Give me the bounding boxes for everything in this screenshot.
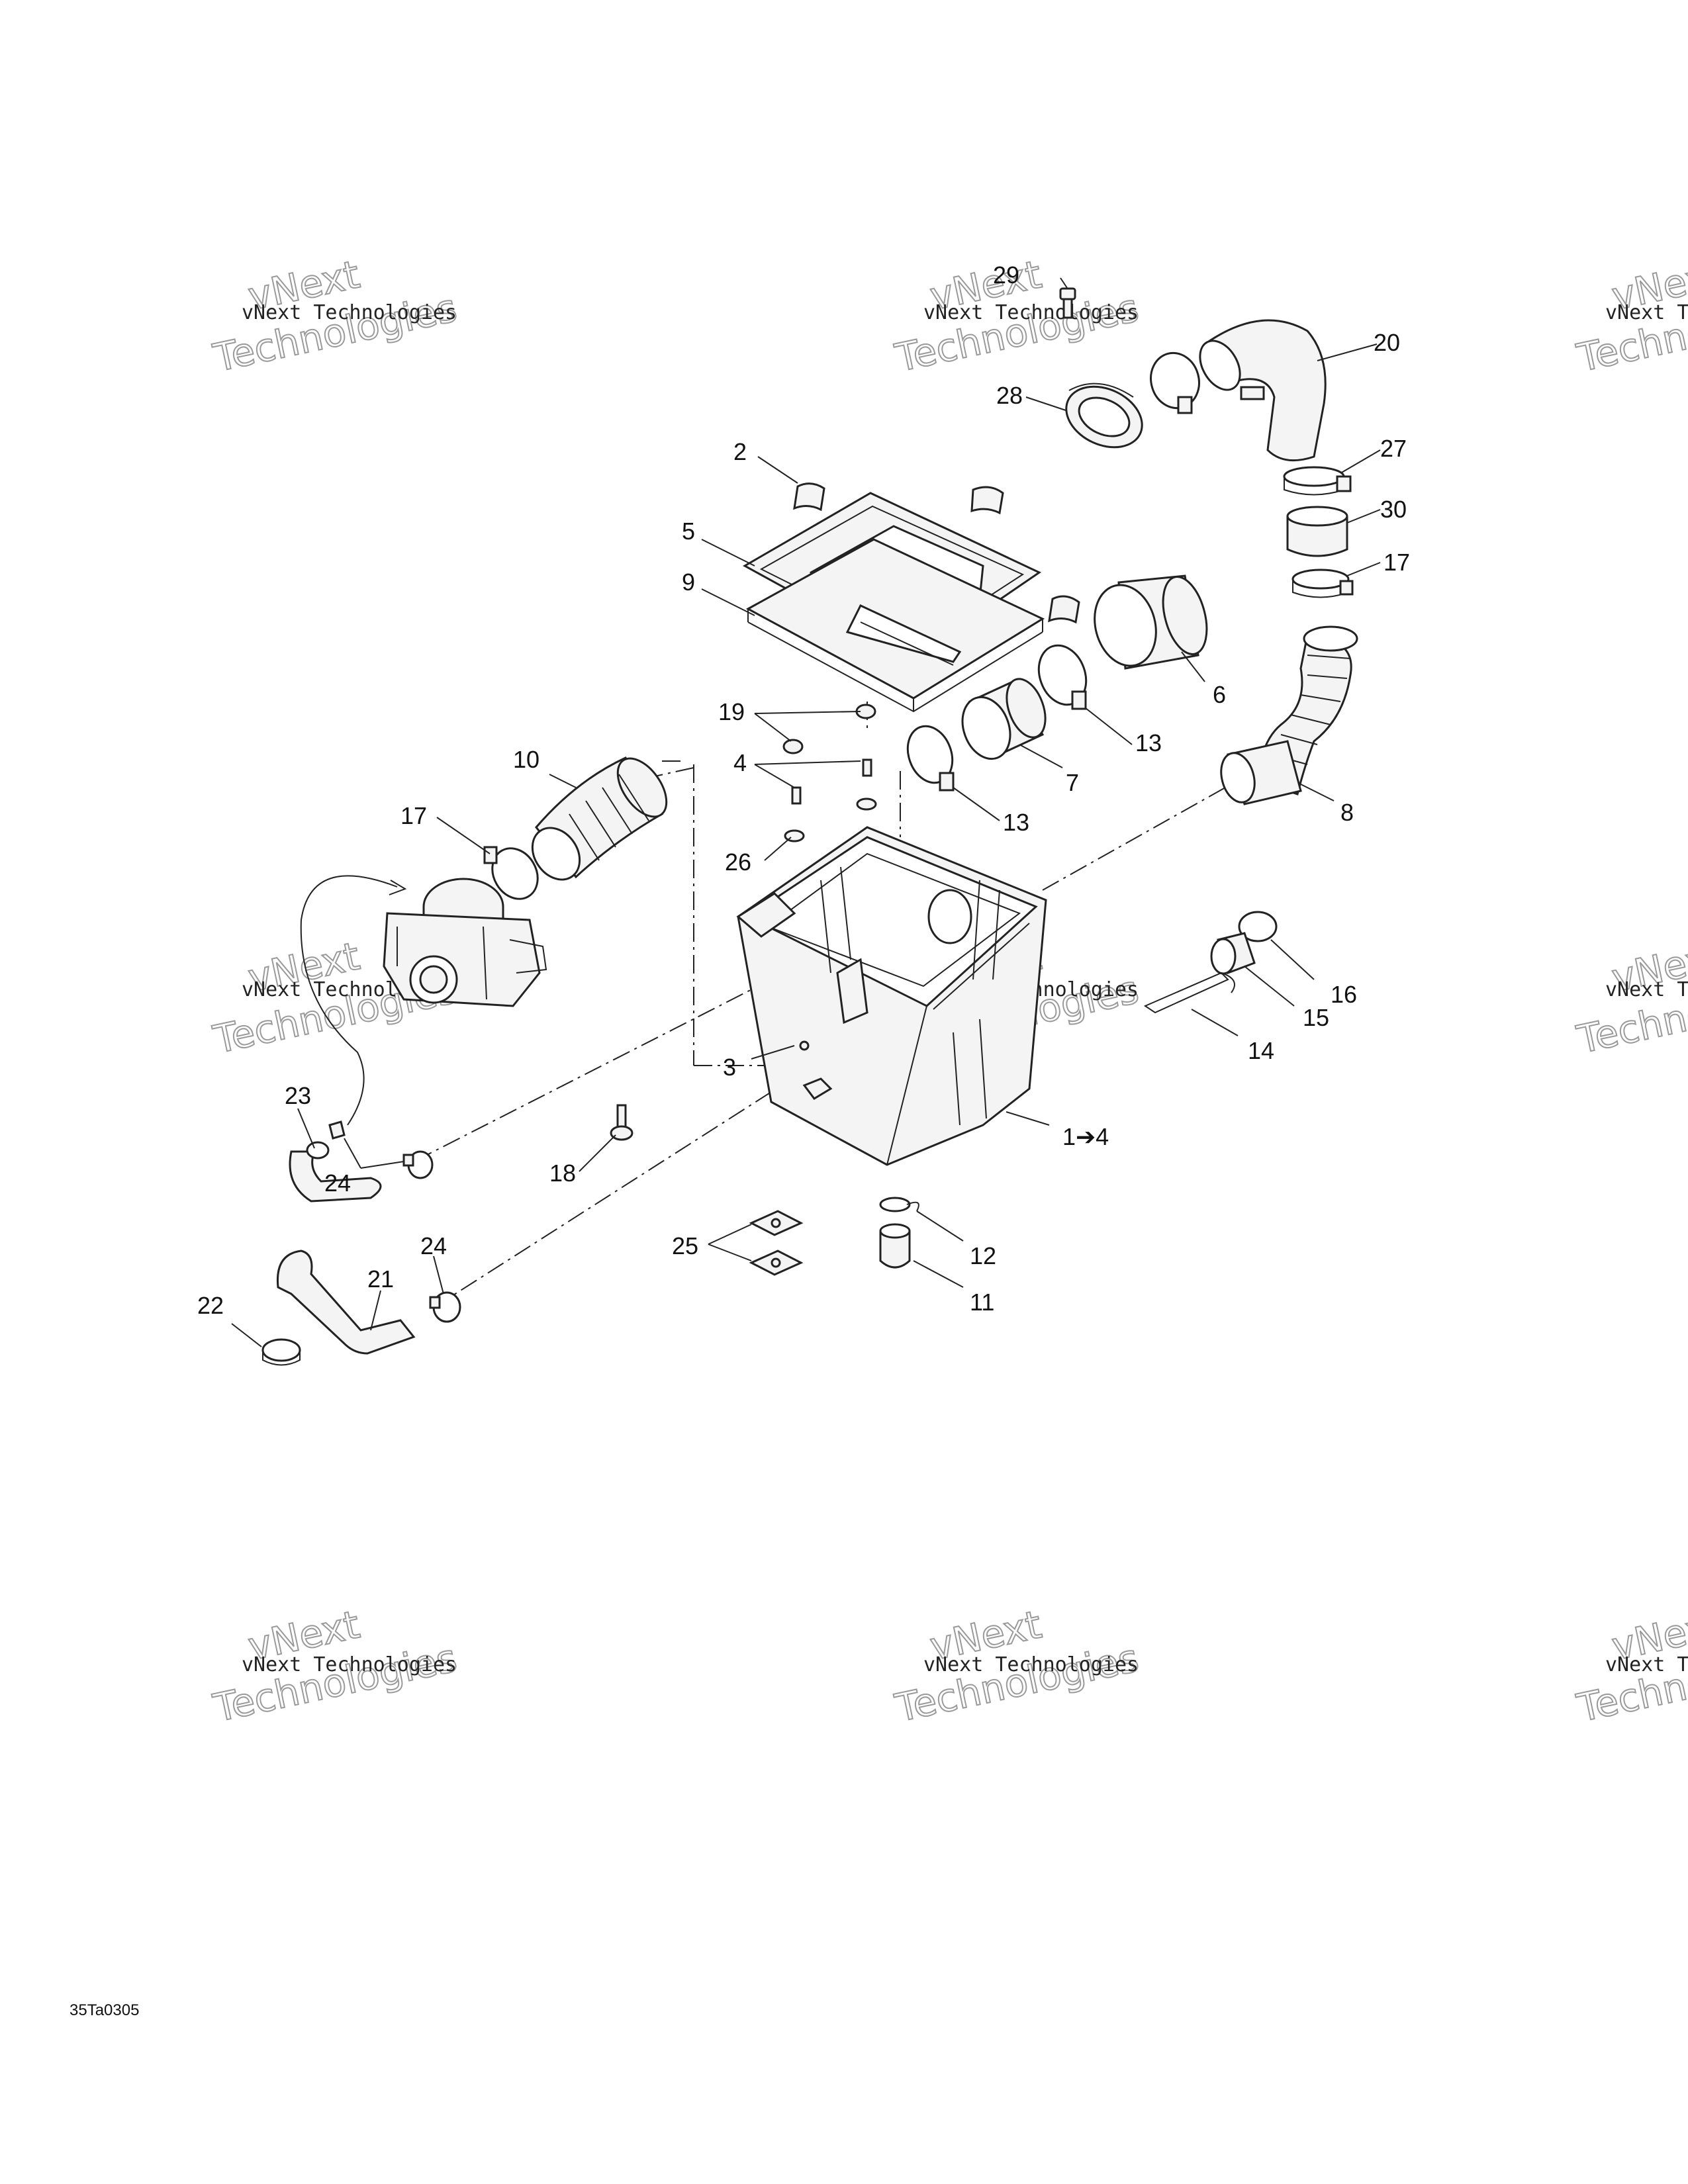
callout-12: 12 — [970, 1242, 996, 1269]
callout-28: 28 — [996, 382, 1023, 409]
part-30-sleeve — [1286, 506, 1348, 557]
callout-27: 27 — [1380, 435, 1407, 462]
callout-13-lower: 13 — [1003, 809, 1029, 836]
callout-23: 23 — [285, 1082, 311, 1109]
callout-26: 26 — [725, 848, 751, 876]
part-19-nuts — [782, 704, 876, 754]
callout-6: 6 — [1213, 681, 1226, 708]
part-17-clamp-upper — [1291, 569, 1354, 598]
vent-hose-arrow — [389, 880, 407, 895]
part-16-cap — [1238, 911, 1278, 942]
drawing-code: 35Ta0305 — [70, 2001, 139, 2019]
part-13-clamp-lower — [906, 725, 955, 792]
part-23-hose — [289, 1150, 382, 1203]
part-22-clamp — [261, 1338, 301, 1366]
part-13-clamp-upper — [1037, 644, 1088, 710]
part-18-screw — [610, 1104, 633, 1141]
watermark-top-left-text: vNext Technologies — [242, 301, 457, 324]
part-17-clamp-lower — [483, 846, 539, 900]
callout-10: 10 — [513, 746, 539, 773]
callout-16: 16 — [1331, 981, 1357, 1008]
part-24-clamp-upper — [306, 1120, 434, 1179]
callout-18: 18 — [549, 1160, 576, 1187]
watermark-low-center-text: vNext Technologies — [923, 1653, 1139, 1676]
watermark-top-right-text: vNext Technologies — [1605, 301, 1688, 324]
callout-25: 25 — [672, 1232, 698, 1259]
callout-4: 4 — [733, 749, 747, 776]
part-10-boot — [531, 756, 668, 881]
callout-7: 7 — [1066, 769, 1079, 796]
callout-17-lower: 17 — [400, 802, 427, 829]
leader-lines — [231, 277, 1381, 1347]
part-14-rod — [1143, 972, 1235, 1014]
callout-21: 21 — [367, 1265, 394, 1293]
part-24-clamp-lower — [429, 1291, 461, 1323]
callout-24-upper: 24 — [324, 1169, 351, 1197]
callout-29: 29 — [993, 261, 1019, 289]
assembly-lines — [426, 702, 1232, 1298]
watermark-mid-right-text: vNext Technologies — [1605, 978, 1688, 1001]
part-2-clips — [793, 482, 1080, 624]
callout-20: 20 — [1374, 329, 1400, 356]
callout-1-4: 1➔4 — [1062, 1123, 1109, 1150]
callout-17-upper: 17 — [1383, 549, 1410, 576]
vent-hose-line — [300, 875, 398, 1126]
part-20-elbow — [1199, 319, 1327, 462]
part-7-sleeve — [961, 678, 1047, 760]
callout-19: 19 — [718, 698, 745, 725]
callout-3: 3 — [723, 1054, 736, 1081]
part-11-drain — [879, 1223, 911, 1269]
callout-5: 5 — [682, 518, 695, 545]
part-25-pads — [749, 1210, 804, 1276]
callout-30: 30 — [1380, 496, 1407, 523]
watermark-low-right-text: vNext Technologies — [1605, 1653, 1688, 1676]
callout-15: 15 — [1303, 1004, 1329, 1031]
carburetor — [383, 878, 547, 1007]
watermark-low-left-text: vNext Technologies — [242, 1653, 457, 1676]
part-6-sleeve — [1094, 574, 1208, 670]
part-9-filter — [745, 538, 1045, 713]
callout-9: 9 — [682, 569, 695, 596]
part-27-clamp-upper — [1150, 351, 1200, 414]
part-12-clip — [879, 1197, 919, 1212]
part-29-bolt — [1059, 287, 1076, 319]
watermark-top-center-text: vNext Technologies — [923, 301, 1139, 324]
callout-11: 11 — [970, 1289, 994, 1316]
part-1-airbox — [736, 826, 1047, 1166]
callout-22: 22 — [197, 1292, 224, 1319]
part-27-clamp — [1283, 466, 1352, 496]
callout-13-upper: 13 — [1135, 729, 1162, 756]
callout-8: 8 — [1340, 799, 1354, 826]
part-8-duct — [1220, 625, 1358, 805]
part-4-spacers — [791, 758, 872, 805]
callout-2: 2 — [733, 438, 747, 465]
callout-14: 14 — [1248, 1037, 1274, 1064]
part-21-hose — [276, 1250, 416, 1355]
part-28-flange — [1065, 383, 1143, 449]
callout-24-lower: 24 — [420, 1232, 447, 1259]
